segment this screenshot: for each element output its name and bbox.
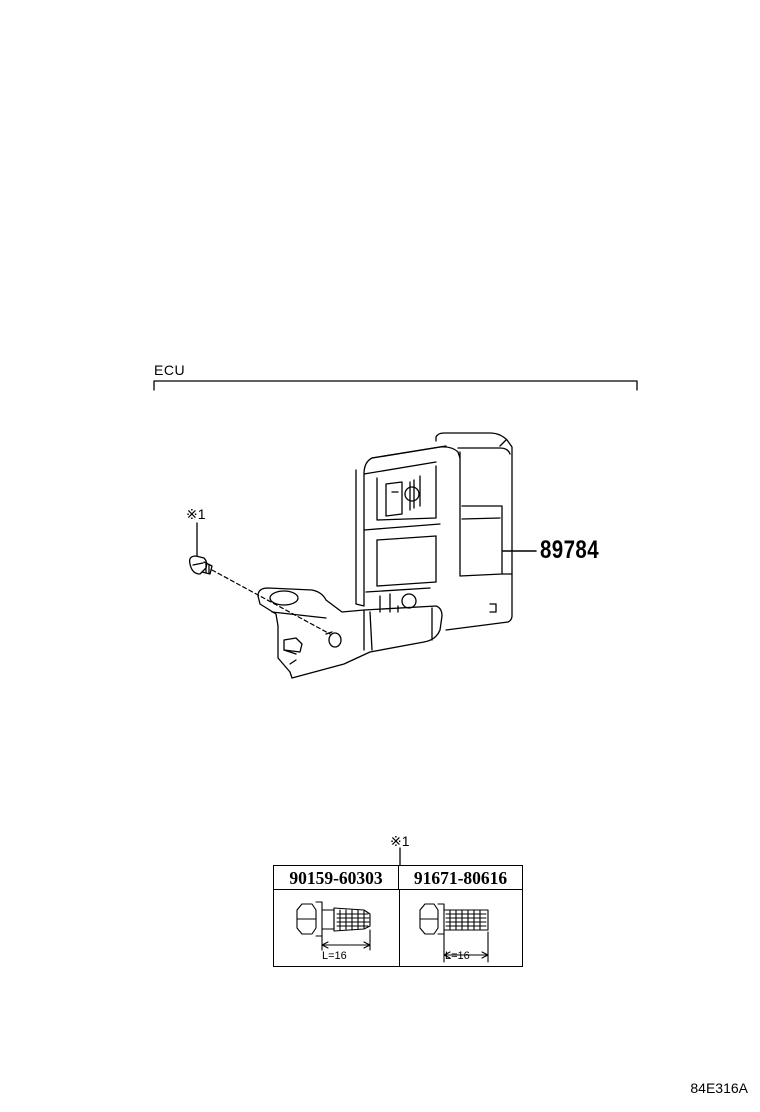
part-number-label[interactable]: 89784 [540,536,600,564]
ecu-module [355,432,513,631]
section-bracket [153,380,638,391]
bolt-91671-drawing [419,903,489,963]
bolt-reference-mark: ※1 [186,506,206,522]
bolt-options-table: 90159-60303 91671-80616 L=16 L=16 [273,865,523,967]
bolt-length-label-2: L=16 [445,950,470,962]
bolt-part-number-1[interactable]: 90159-60303 [274,866,399,890]
bolt-part-number-2[interactable]: 91671-80616 [399,866,522,890]
table-column-divider [399,890,400,966]
bolt-length-label-1: L=16 [322,950,347,962]
bolt-90159-drawing [296,901,371,951]
figure-code: 84E316A [690,1080,748,1096]
ecu-bracket [257,587,443,679]
install-guide-line [211,569,331,635]
section-title-ecu: ECU [154,362,186,378]
table-reference-mark: ※1 [390,833,410,849]
bolt-icon [188,555,213,575]
